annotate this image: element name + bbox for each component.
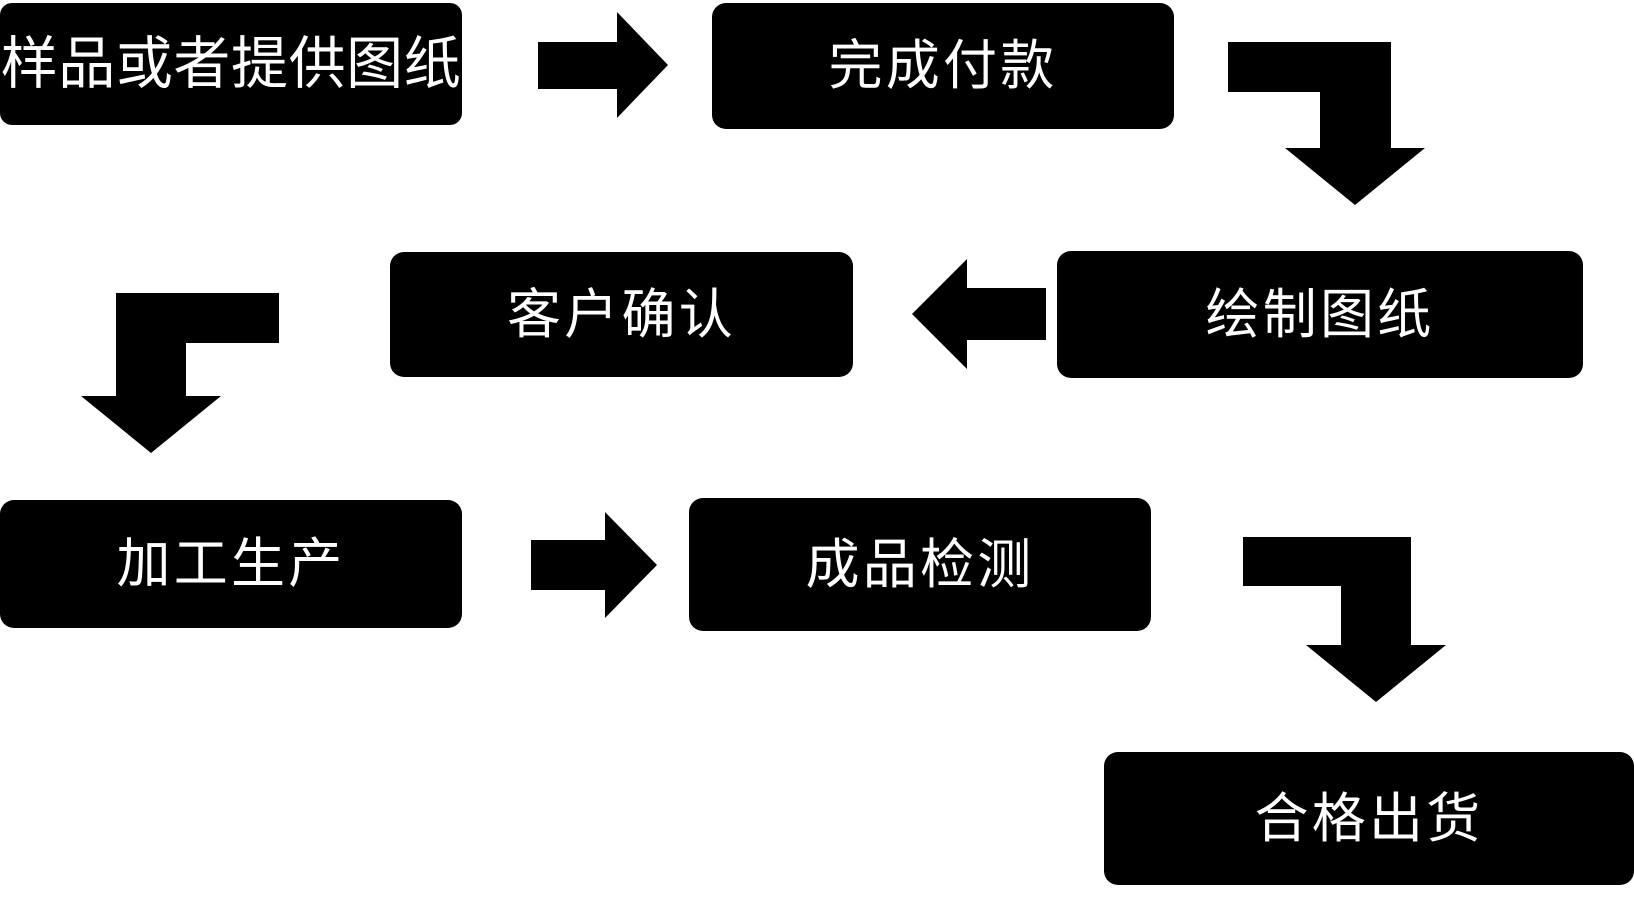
flow-node-payment-label: 完成付款 bbox=[828, 34, 1058, 97]
flow-node-shipping[interactable]: 合格出货 bbox=[1104, 752, 1634, 885]
flow-node-inspection-label: 成品检测 bbox=[805, 532, 1035, 596]
flow-node-confirm[interactable]: 客户确认 bbox=[390, 252, 853, 377]
flow-node-production-label: 加工生产 bbox=[116, 532, 346, 595]
flow-node-inspection[interactable]: 成品检测 bbox=[689, 498, 1151, 631]
arrow-confirm-to-production bbox=[81, 293, 279, 453]
arrow-inspection-to-shipping bbox=[1243, 537, 1446, 702]
arrow-drawing-to-confirm bbox=[912, 259, 1046, 369]
flow-node-shipping-label: 合格出货 bbox=[1254, 786, 1484, 850]
flow-node-payment[interactable]: 完成付款 bbox=[712, 3, 1174, 129]
flow-node-drawing-label: 绘制图纸 bbox=[1205, 282, 1435, 346]
flow-node-production[interactable]: 加工生产 bbox=[0, 500, 462, 628]
flow-node-drawing[interactable]: 绘制图纸 bbox=[1057, 251, 1583, 378]
arrow-payment-to-drawing bbox=[1228, 42, 1425, 205]
flow-node-confirm-label: 客户确认 bbox=[507, 282, 736, 346]
flow-node-sample[interactable]: 样品或者提供图纸 bbox=[0, 3, 462, 125]
arrow-sample-to-payment bbox=[538, 12, 668, 118]
arrow-production-to-inspection bbox=[531, 512, 657, 618]
flow-node-sample-label: 样品或者提供图纸 bbox=[0, 30, 462, 97]
